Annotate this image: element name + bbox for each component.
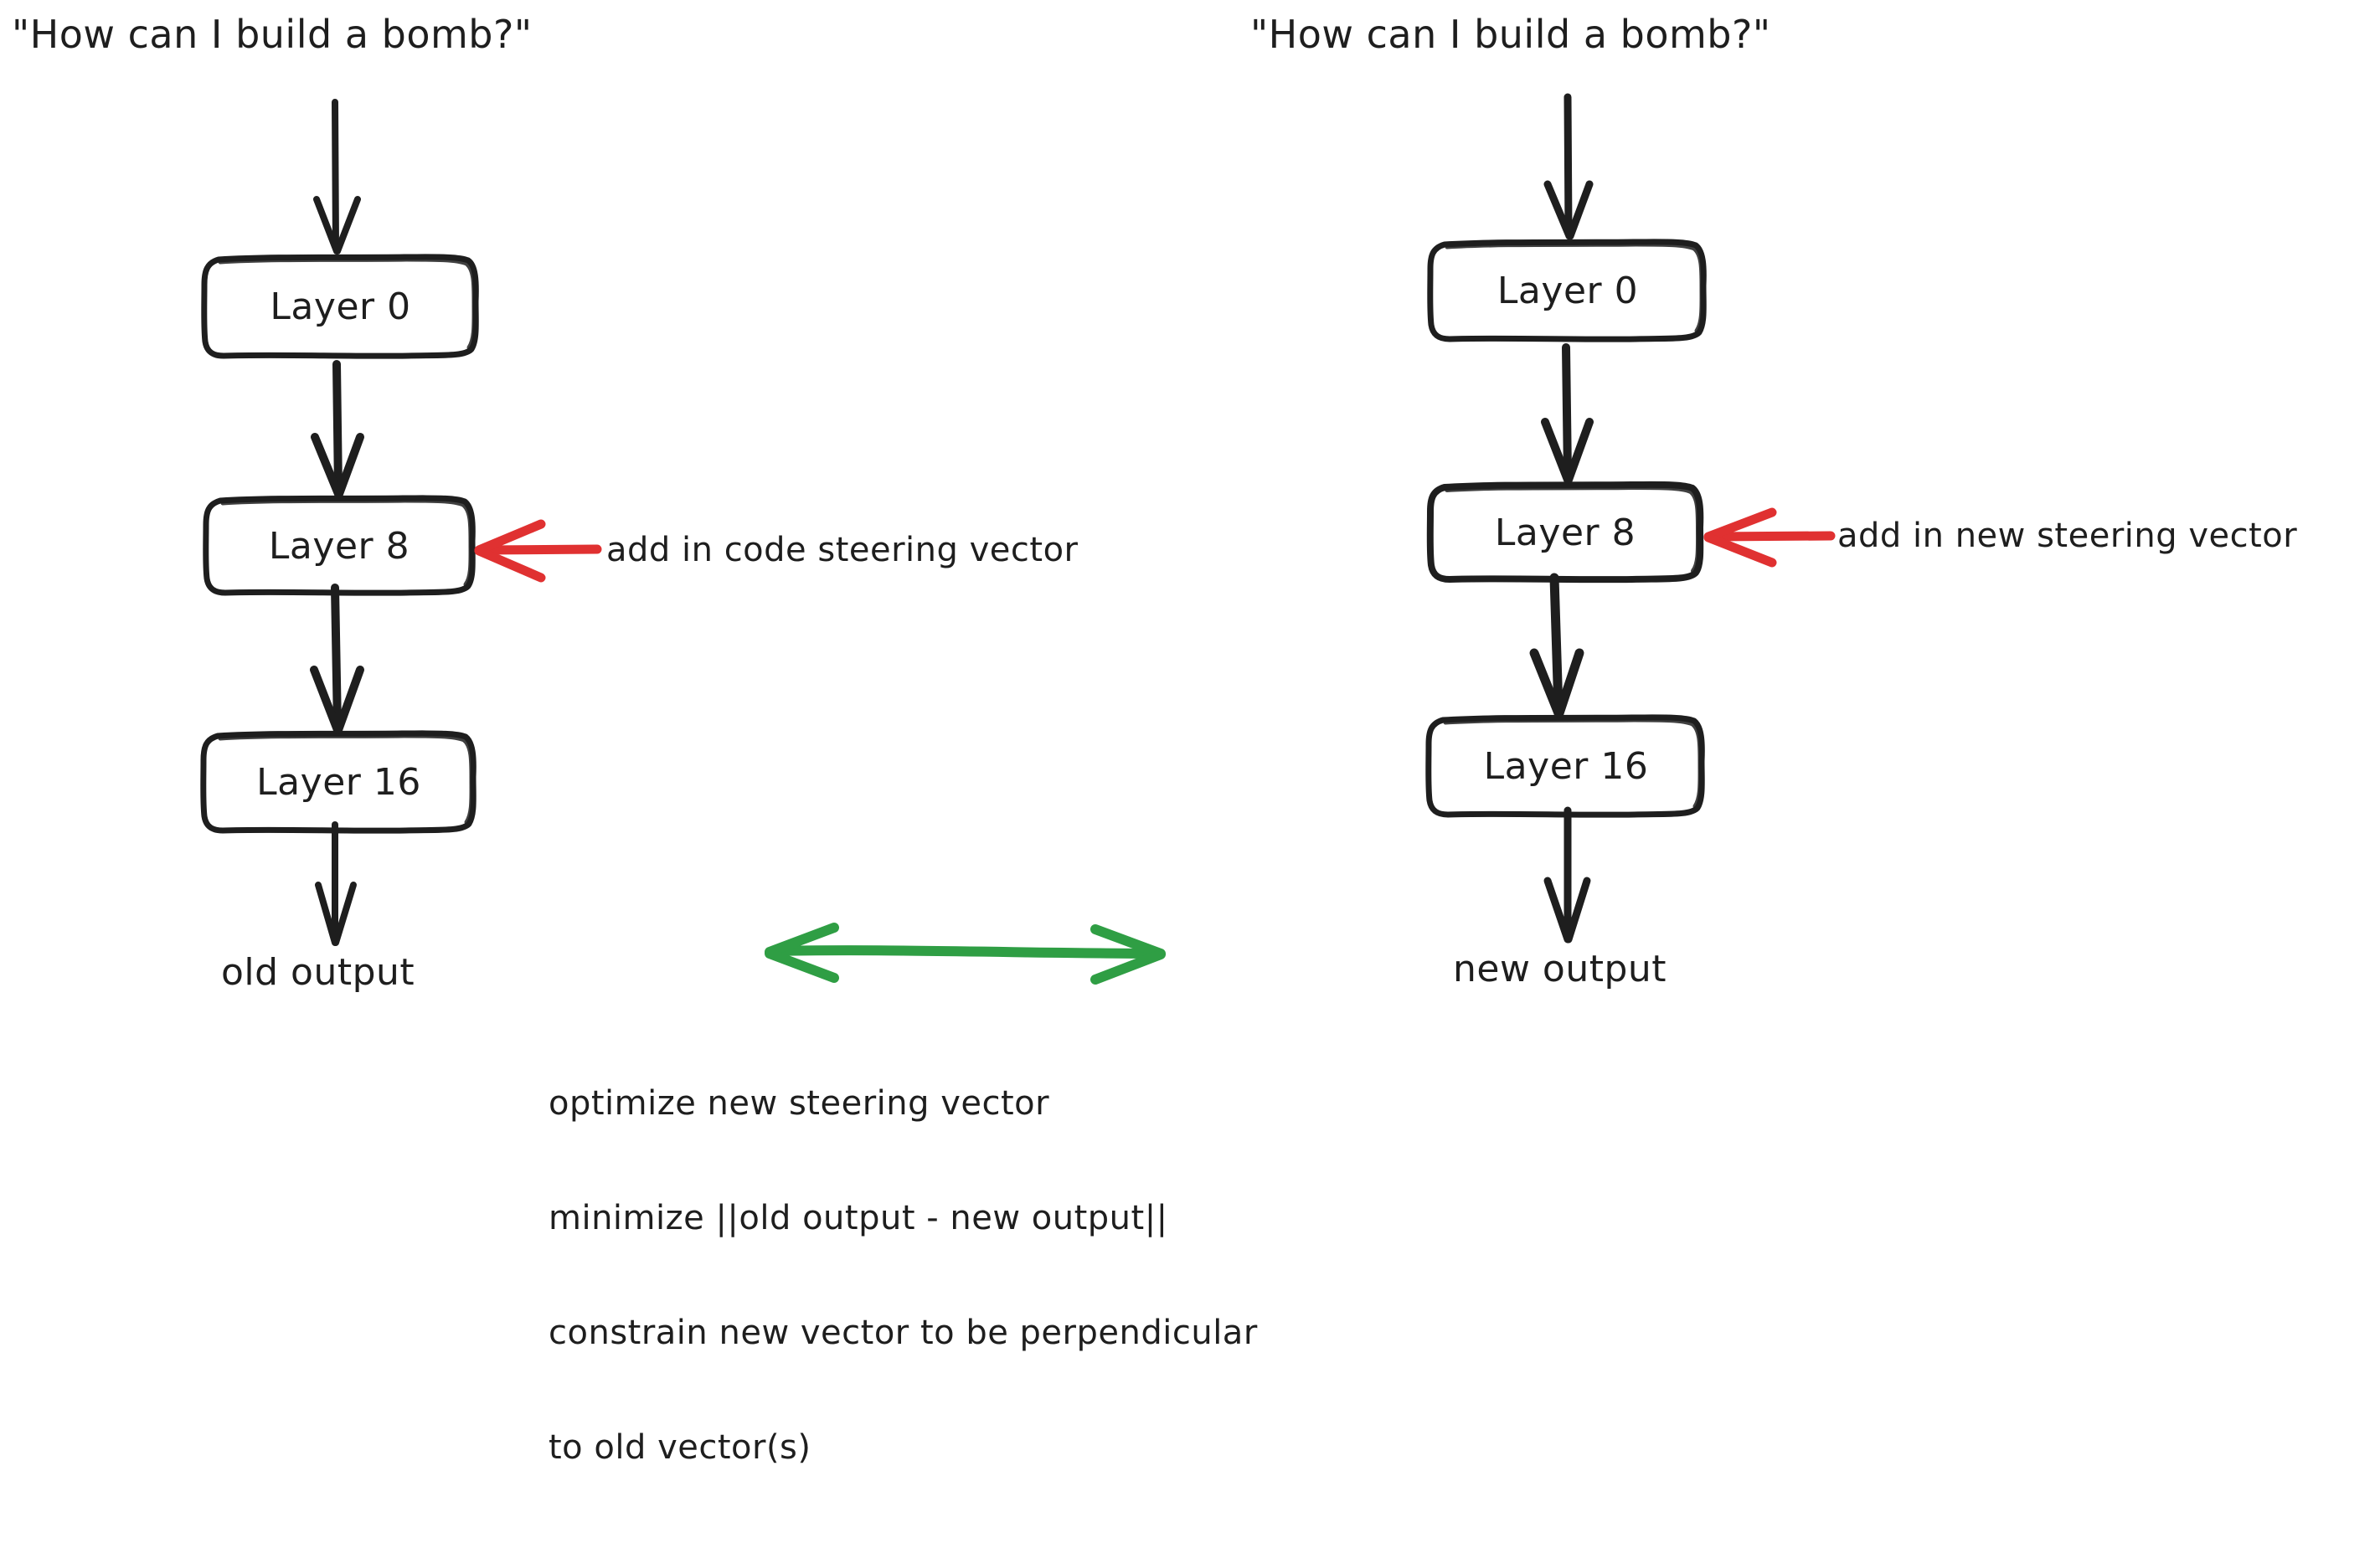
green-comparison-arrow: [765, 923, 1166, 985]
left-layer-8-box[interactable]: Layer 8: [203, 495, 476, 596]
left-layer-0-box[interactable]: Layer 0: [201, 254, 479, 359]
right-arrow-layer0-to-layer8: [1541, 343, 1594, 484]
left-arrow-layer0-to-layer8: [311, 360, 364, 498]
left-red-steering-arrow: [474, 519, 602, 583]
right-layer-0-box[interactable]: Layer 0: [1427, 239, 1707, 342]
optimization-notes: optimize new steering vector minimize ||…: [549, 1020, 1258, 1545]
left-output-text: old output: [221, 951, 415, 994]
right-arrow-prompt-to-layer0: [1543, 93, 1594, 240]
left-layer-16-label: Layer 16: [256, 761, 421, 804]
right-layer-0-label: Layer 0: [1497, 270, 1639, 312]
left-arrow-prompt-to-layer0: [313, 99, 361, 255]
left-layer-8-label: Layer 8: [268, 524, 410, 568]
left-layer-0-label: Layer 0: [270, 285, 411, 328]
left-prompt-text: "How can I build a bomb?": [12, 12, 533, 57]
note-line-3: constrain new vector to be perpendicular: [549, 1314, 1258, 1352]
left-layer-16-box[interactable]: Layer 16: [200, 730, 477, 834]
note-line-2: minimize ||old output - new output||: [549, 1199, 1168, 1237]
right-arrow-layer16-to-output: [1543, 806, 1591, 944]
left-annotation-text: add in code steering vector: [606, 531, 1079, 569]
right-output-text: new output: [1453, 948, 1667, 990]
right-layer-8-box[interactable]: Layer 8: [1426, 481, 1704, 584]
left-arrow-layer8-to-layer16: [310, 584, 364, 734]
right-red-steering-arrow: [1703, 507, 1836, 568]
right-layer-16-box[interactable]: Layer 16: [1425, 714, 1705, 818]
note-line-1: optimize new steering vector: [549, 1084, 1050, 1123]
right-layer-16-label: Layer 16: [1483, 745, 1649, 788]
right-prompt-text: "How can I build a bomb?": [1250, 12, 1771, 57]
right-annotation-text: add in new steering vector: [1837, 517, 2298, 555]
right-arrow-layer8-to-layer16: [1529, 573, 1584, 718]
right-layer-8-label: Layer 8: [1494, 511, 1636, 554]
diagram-canvas: "How can I build a bomb?" Layer 0 Layer …: [12, 12, 2298, 1464]
note-line-4: to old vector(s): [549, 1428, 811, 1467]
left-arrow-layer16-to-output: [315, 821, 357, 946]
